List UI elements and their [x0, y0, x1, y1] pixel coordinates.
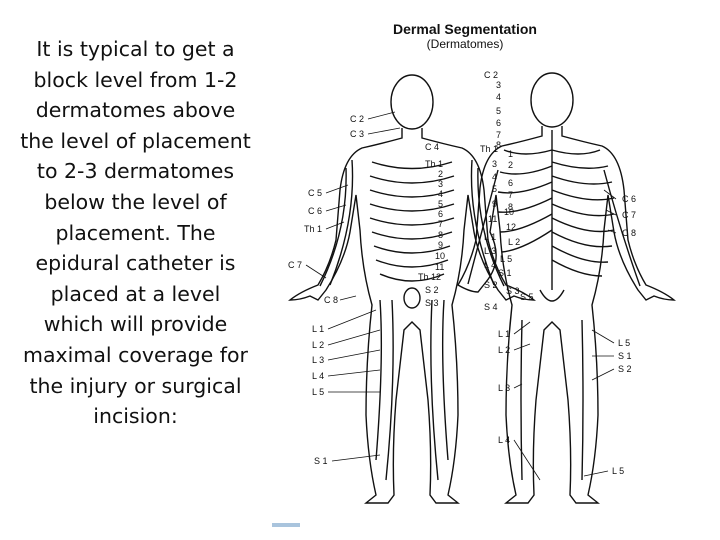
back-spine-label: 3 — [496, 80, 501, 90]
back-spine-label: L 1 — [484, 232, 496, 242]
back-spine-label: 3 — [492, 159, 497, 169]
front-center-label: C 4 — [425, 142, 439, 152]
back-right-label-c7: C 7 — [622, 210, 636, 220]
back-spine-label: 10 — [504, 207, 514, 217]
back-spine-label: 7 — [496, 130, 501, 140]
back-spine-label: 4 — [496, 92, 501, 102]
front-center-label: 5 — [438, 199, 443, 209]
back-spine-label: 8 — [508, 202, 513, 212]
back-label-l1: L 1 — [498, 329, 510, 339]
front-label-th1: Th 1 — [304, 224, 322, 234]
front-label-l4: L 4 — [312, 371, 324, 381]
front-center-label: 4 — [438, 189, 443, 199]
back-spine-label: 5 — [492, 184, 497, 194]
slide-body-text: It is typical to get a block level from … — [20, 37, 251, 429]
accent-bar — [272, 523, 300, 527]
label-leader-lines — [305, 111, 617, 481]
front-label-l5: L 5 — [312, 387, 324, 397]
front-label-c8: C 8 — [324, 295, 338, 305]
back-spine-label: S 3 — [506, 286, 520, 296]
back-right-label-s1: S 1 — [618, 351, 632, 361]
back-spine-label: S 4 — [484, 302, 498, 312]
diagram-title: Dermal Segmentation — [393, 21, 537, 37]
front-center-label: 9 — [438, 240, 443, 250]
front-label-c5: C 5 — [308, 188, 322, 198]
back-right-label-l5: L 5 — [618, 338, 630, 348]
front-center-label: 2 — [438, 169, 443, 179]
back-spine-label: 11 — [488, 214, 497, 224]
front-label-c2: C 2 — [350, 114, 364, 124]
front-label-c3: C 3 — [350, 129, 364, 139]
front-center-label: 7 — [438, 219, 443, 229]
back-spine-label: 8 — [496, 140, 501, 150]
front-center-label: S 3 — [425, 298, 439, 308]
front-center-label: 10 — [435, 251, 445, 261]
back-spine-label: S 2 — [484, 280, 498, 290]
front-center-label: 8 — [438, 230, 443, 240]
back-spine-label: L 3 — [484, 246, 496, 256]
back-label-l5: L 5 — [612, 466, 624, 476]
back-spine-label: 5 — [496, 106, 501, 116]
back-spine-label: 2 — [508, 160, 513, 170]
back-spine-label: S 5 — [520, 292, 534, 302]
back-spine-label: 4 — [492, 172, 497, 182]
back-right-label-c6: C 6 — [622, 194, 636, 204]
front-center-label: 3 — [438, 179, 443, 189]
front-label-l3: L 3 — [312, 355, 324, 365]
back-spine-label: C 2 — [484, 70, 498, 80]
front-label-c6: C 6 — [308, 206, 322, 216]
back-spine-label: L 5 — [500, 254, 512, 264]
front-center-label: 6 — [438, 209, 443, 219]
back-label-l4: L 4 — [498, 435, 510, 445]
back-spine-label: 9 — [492, 199, 497, 209]
back-spine-label: 12 — [506, 222, 516, 232]
front-label-c7: C 7 — [288, 260, 302, 270]
dermatome-diagram: Dermal Segmentation (Dermatomes) — [288, 21, 676, 504]
back-spine-label: L 4 — [484, 260, 496, 270]
back-spine-label: L 2 — [508, 237, 520, 247]
front-body-figure — [288, 74, 536, 504]
front-center-label: Th 12 — [418, 272, 441, 282]
back-spine-label: Th 1 — [480, 144, 498, 154]
back-spine-label: 6 — [496, 118, 501, 128]
back-spine-label: S 1 — [498, 268, 512, 278]
front-center-label: Th 1 — [425, 159, 443, 169]
front-center-label: 11 — [435, 262, 444, 272]
diagram-subtitle: (Dermatomes) — [427, 37, 504, 51]
front-label-l1: L 1 — [312, 324, 324, 334]
back-body-figure — [457, 72, 676, 504]
back-spine-label: 1 — [508, 149, 513, 159]
back-right-label-c8: C 8 — [622, 228, 636, 238]
back-spine-label: 7 — [508, 190, 513, 200]
back-spine-label: 6 — [508, 178, 513, 188]
front-label-l2: L 2 — [312, 340, 324, 350]
front-center-label: S 2 — [425, 285, 439, 295]
back-label-l3: L 3 — [498, 383, 510, 393]
back-label-l2: L 2 — [498, 345, 510, 355]
front-label-s1: S 1 — [314, 456, 328, 466]
back-right-label-s2: S 2 — [618, 364, 632, 374]
